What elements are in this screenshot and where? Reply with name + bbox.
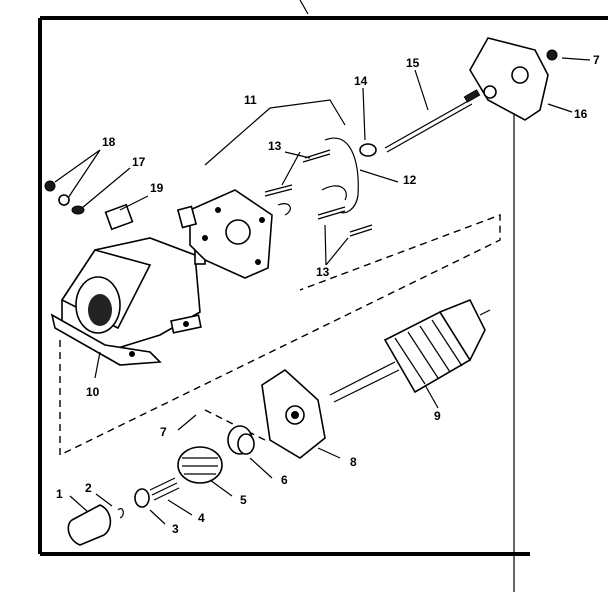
callout-18: 18 [102, 135, 116, 149]
callout-11: 11 [244, 93, 257, 107]
callout-13-lower: 13 [316, 265, 330, 279]
callout-8: 8 [350, 455, 357, 469]
callout-3: 3 [172, 522, 179, 536]
diagram-frame [38, 0, 608, 592]
callout-9: 9 [434, 409, 441, 423]
callout-5: 5 [240, 493, 247, 507]
callout-13-upper: 13 [268, 139, 282, 153]
callout-7-upper: 7 [593, 53, 600, 67]
callout-12: 12 [403, 173, 417, 187]
callout-2: 2 [85, 481, 92, 495]
terminal-hardware [44, 180, 198, 231]
spring-and-retainer [67, 477, 180, 546]
callout-7-lower: 7 [160, 425, 167, 439]
callout-15: 15 [406, 56, 420, 70]
pinion-gear [177, 446, 223, 484]
callout-1: 1 [56, 487, 63, 501]
end-cap-assembly [359, 37, 558, 157]
callout-labels: 1 2 3 4 5 6 7 7 8 9 10 11 12 13 13 14 15… [56, 53, 600, 536]
motor-housing [50, 237, 206, 366]
leader-lines [54, 57, 591, 525]
armature [329, 298, 491, 403]
drive-end-plate [261, 368, 326, 459]
spacer [227, 425, 255, 455]
brush-plate [189, 189, 273, 279]
callout-14: 14 [354, 74, 368, 88]
brush-springs [264, 149, 373, 237]
callout-10: 10 [86, 385, 100, 399]
callout-19: 19 [150, 181, 164, 195]
brush-holder-bracket [324, 137, 359, 214]
callout-17: 17 [132, 155, 146, 169]
alignment-lines [59, 213, 501, 457]
callout-6: 6 [281, 473, 288, 487]
callout-16: 16 [574, 107, 588, 121]
callout-4: 4 [198, 511, 205, 525]
